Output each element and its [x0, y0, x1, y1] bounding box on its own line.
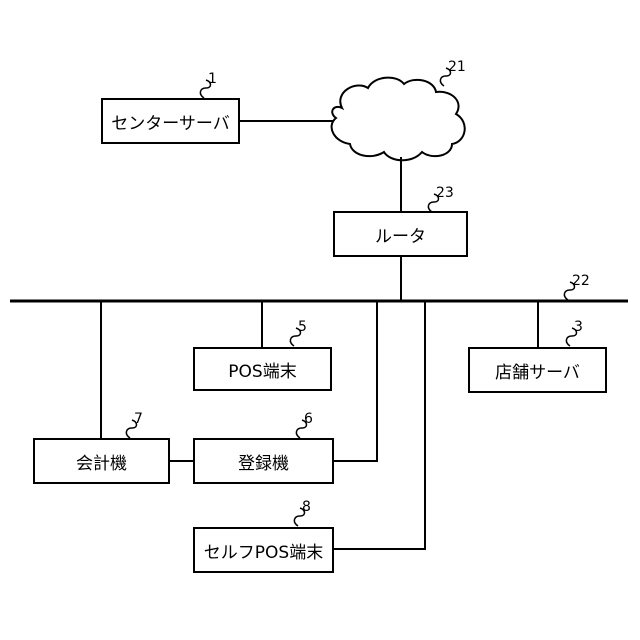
ref-numeral-21: 21: [448, 60, 466, 74]
network-cloud: [332, 78, 465, 161]
router-box: ルータ: [333, 211, 468, 257]
link-lan-self-pos-terminal: [334, 301, 425, 549]
ref-numeral-8: 8: [302, 500, 311, 514]
center-server-box: センターサーバ: [101, 98, 240, 144]
ref-numeral-6: 6: [304, 412, 313, 426]
pos-terminal-box: POS端末: [193, 347, 332, 391]
registration-machine-label: 登録機: [238, 449, 289, 474]
accounting-machine-label: 会計機: [76, 449, 127, 474]
center-server-label: センターサーバ: [111, 109, 230, 134]
link-lan-registration-machine: [334, 301, 377, 461]
registration-machine-box: 登録機: [193, 438, 334, 484]
pos-terminal-label: POS端末: [228, 357, 296, 382]
ref-numeral-1: 1: [208, 72, 217, 86]
ref-numeral-5: 5: [298, 320, 307, 334]
ref-numeral-22: 22: [572, 274, 590, 288]
ref-numeral-23: 23: [436, 186, 454, 200]
ref-numeral-7: 7: [134, 412, 143, 426]
accounting-machine-box: 会計機: [33, 438, 170, 484]
store-server-label: 店舗サーバ: [495, 358, 580, 383]
store-server-box: 店舗サーバ: [468, 347, 607, 393]
self-pos-terminal-box: セルフPOS端末: [193, 527, 334, 573]
self-pos-terminal-label: セルフPOS端末: [204, 538, 323, 563]
ref-numeral-3: 3: [574, 320, 583, 334]
router-label: ルータ: [375, 222, 426, 247]
